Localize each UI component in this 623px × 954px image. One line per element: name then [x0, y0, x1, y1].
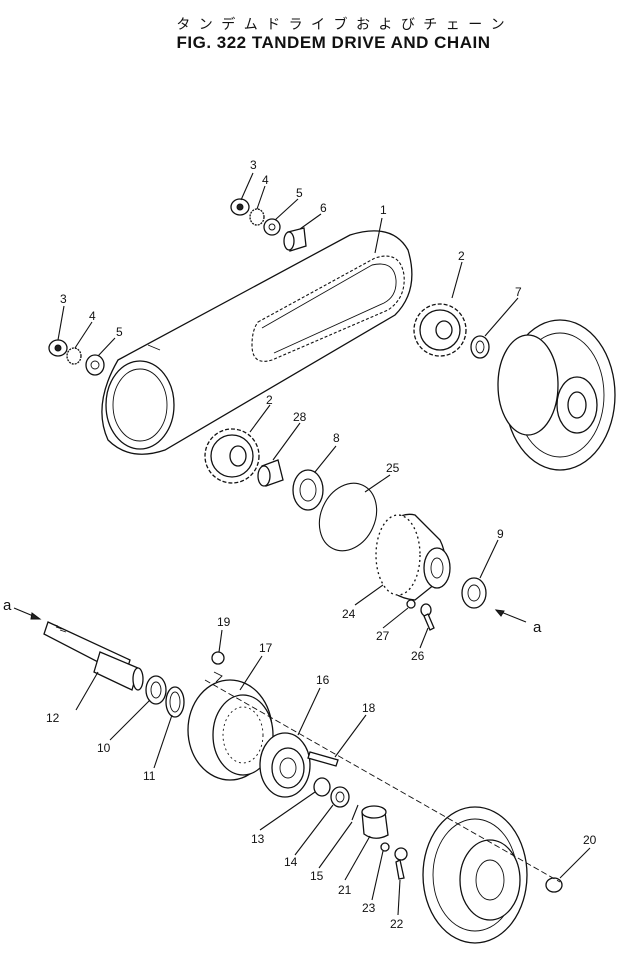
callout-13: 13 — [251, 832, 265, 846]
hub-16 — [259, 732, 311, 798]
bearing-7 — [470, 335, 490, 359]
callout-20: 20 — [583, 833, 597, 847]
nut-20 — [545, 877, 563, 893]
callout-5-left: 5 — [116, 325, 123, 339]
leader-lines — [57, 172, 591, 916]
cotter-pin-15 — [351, 804, 359, 821]
callout-14: 14 — [284, 855, 298, 869]
callout-2-lower: 2 — [266, 393, 273, 407]
sprocket-2-upper — [413, 303, 467, 357]
seal-10 — [145, 675, 167, 705]
arrow-a-right — [494, 609, 527, 623]
washer-5-left — [85, 354, 105, 376]
callout-6: 6 — [320, 201, 327, 215]
collar-6 — [283, 227, 307, 252]
callout-2-upper: 2 — [458, 249, 465, 263]
bearing-8 — [292, 469, 324, 511]
lock-washer-4-left — [66, 347, 82, 365]
lock-washer-4-upper — [249, 208, 265, 226]
bolt-26 — [420, 603, 435, 631]
callout-4-upper: 4 — [262, 173, 269, 187]
callout-27: 27 — [376, 629, 390, 643]
arrow-a-left — [13, 607, 42, 620]
callout-19: 19 — [217, 615, 231, 629]
callout-1: 1 — [380, 203, 387, 217]
callout-16: 16 — [316, 673, 330, 687]
nut-19 — [211, 651, 225, 683]
title-english: FIG. 322 TANDEM DRIVE AND CHAIN — [176, 33, 491, 52]
callout-7: 7 — [515, 285, 522, 299]
callout-22: 22 — [390, 917, 404, 931]
wheel-upper-right — [497, 319, 616, 471]
callout-3-upper: 3 — [250, 158, 257, 172]
callout-15: 15 — [310, 869, 324, 883]
stud-bolt-18 — [307, 751, 339, 767]
label-a-left: a — [3, 597, 12, 614]
nut-14 — [330, 786, 350, 808]
nut-3-upper — [230, 198, 250, 216]
ring-11 — [165, 686, 185, 718]
callout-26: 26 — [411, 649, 425, 663]
callout-21: 21 — [338, 883, 352, 897]
callout-17: 17 — [259, 641, 273, 655]
title-japanese: タ ン デ ム ド ラ イ ブ お よ び チ ェ ー ン — [176, 17, 507, 33]
bolt-22 — [394, 847, 408, 880]
callout-10: 10 — [97, 741, 111, 755]
callout-labels: 1 2 2 3 3 4 4 5 5 6 7 8 9 10 11 12 13 14… — [3, 158, 597, 931]
callout-18: 18 — [362, 701, 376, 715]
callout-28: 28 — [293, 410, 307, 424]
o-ring-25 — [318, 482, 378, 552]
callout-3-left: 3 — [60, 292, 67, 306]
label-a-right: a — [533, 619, 542, 636]
callout-9: 9 — [497, 527, 504, 541]
bearing-13 — [313, 777, 331, 797]
washer-23 — [380, 842, 390, 852]
washer-5-upper — [263, 218, 281, 236]
sprocket-2-lower — [204, 428, 260, 484]
callout-25: 25 — [386, 461, 400, 475]
hub-24 — [375, 513, 451, 601]
collar-28 — [257, 459, 284, 487]
callout-12: 12 — [46, 711, 60, 725]
wheel-17 — [187, 679, 274, 781]
callout-24: 24 — [342, 607, 356, 621]
bearing-9 — [461, 577, 487, 609]
callout-11: 11 — [143, 769, 156, 783]
shaft-12 — [43, 621, 144, 691]
callout-8: 8 — [333, 431, 340, 445]
callout-23: 23 — [362, 901, 376, 915]
callout-5-upper: 5 — [296, 186, 303, 200]
cap-21 — [361, 805, 389, 839]
washer-27 — [406, 599, 416, 609]
nut-3-left — [48, 339, 68, 357]
chain-case — [101, 230, 413, 455]
callout-4-left: 4 — [89, 309, 96, 323]
wheel-lower-right — [422, 806, 528, 944]
chain — [251, 255, 405, 362]
